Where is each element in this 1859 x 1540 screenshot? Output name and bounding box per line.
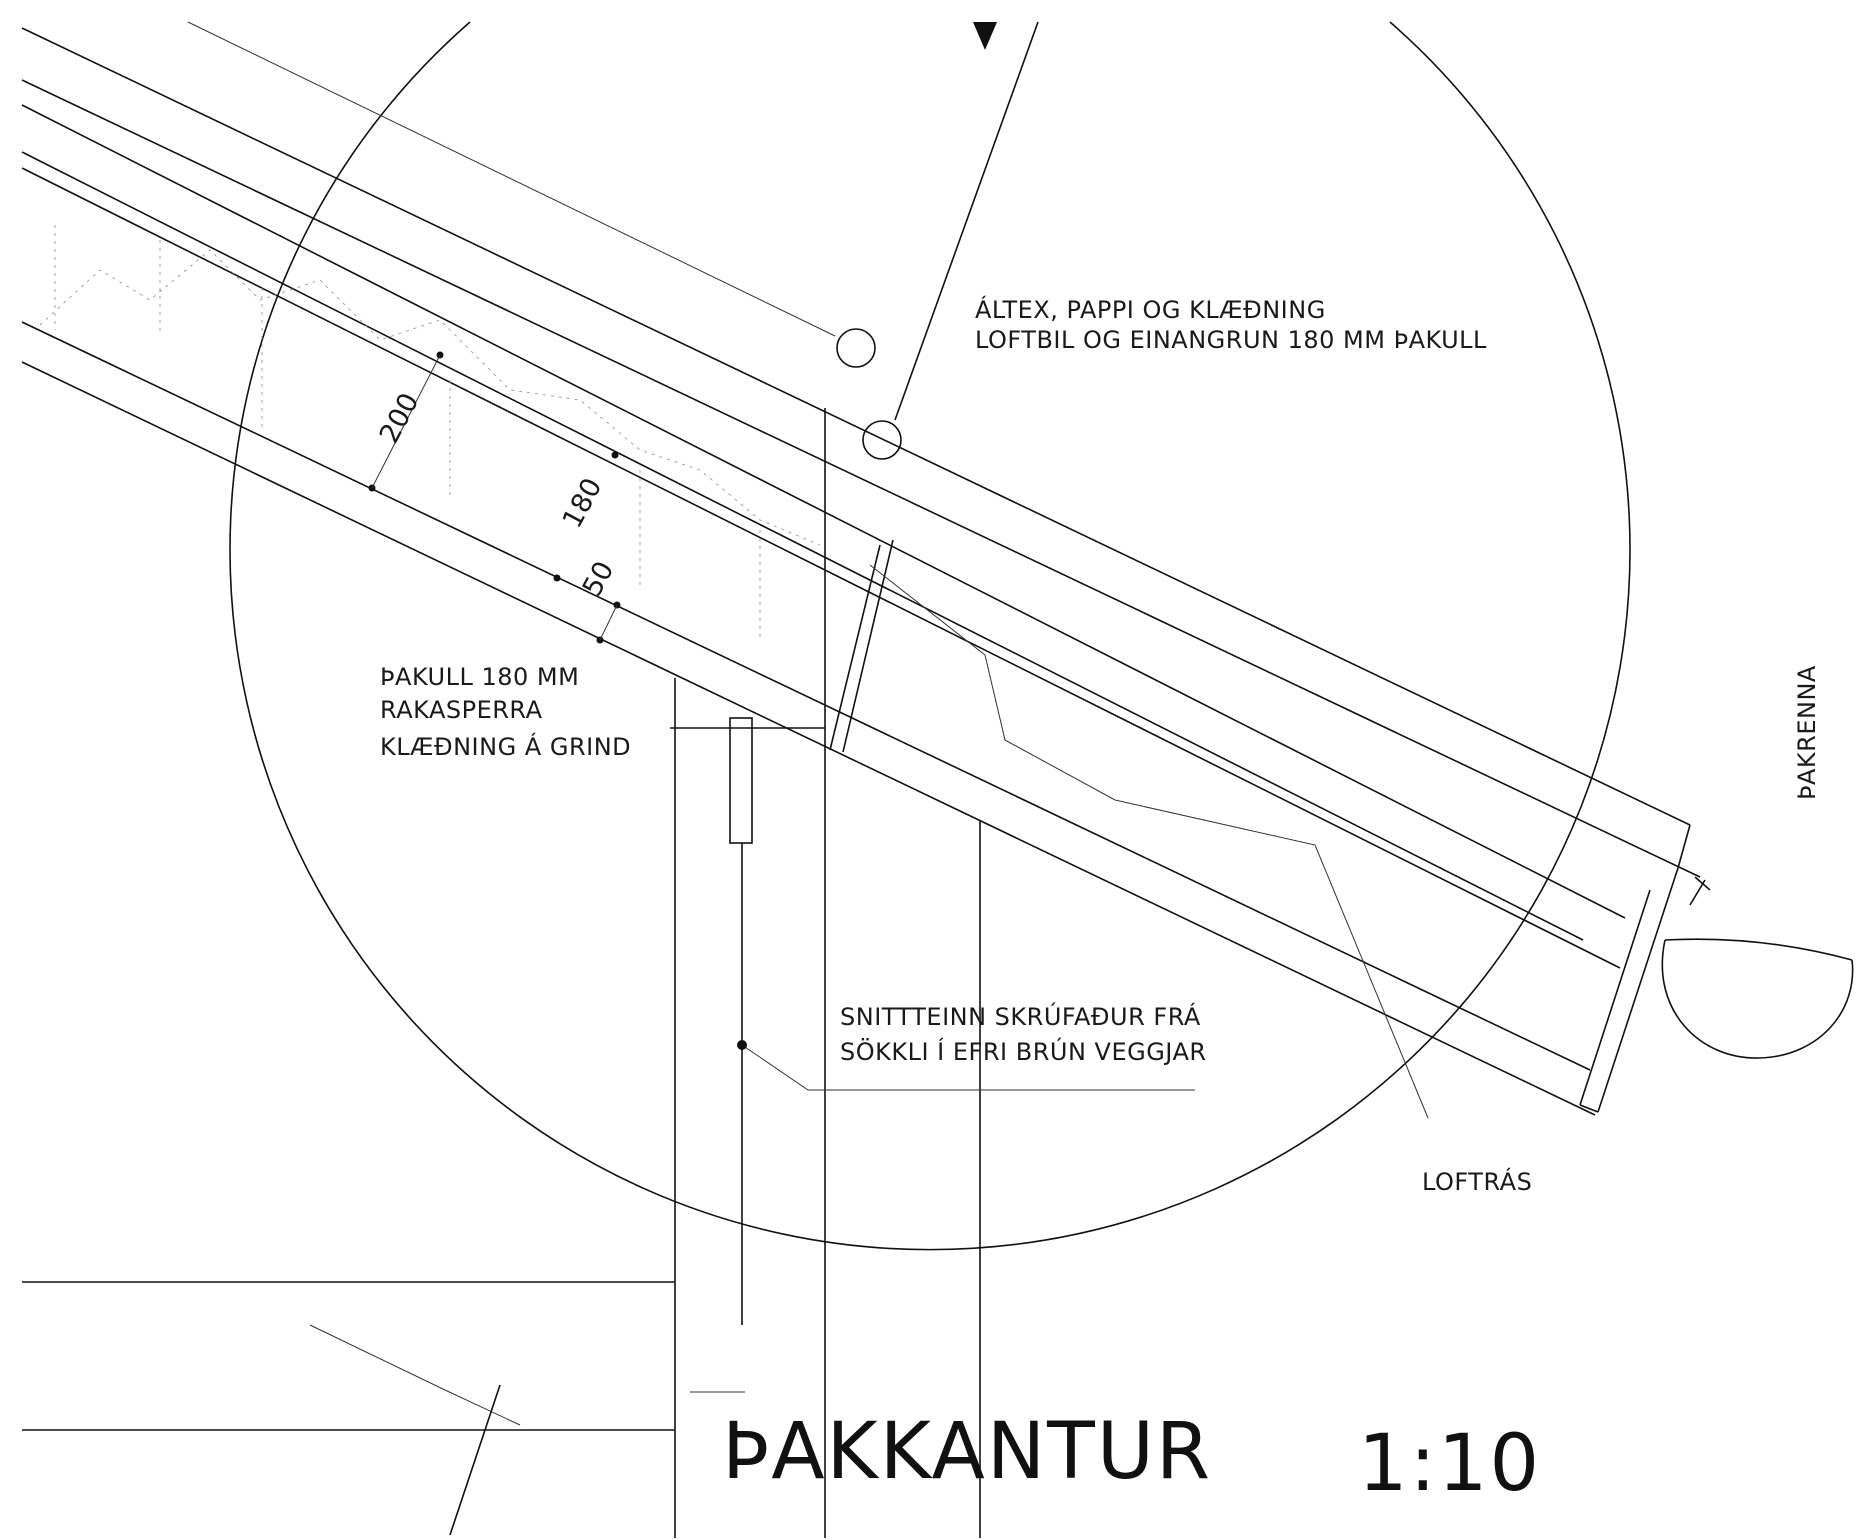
callout-bubble-1: [836, 328, 876, 368]
fascia-board: [1579, 824, 1711, 1113]
gutter-profile: [1661, 938, 1854, 1059]
note-roof-layers-1: ÁLTEX, PAPPI OG KLÆÐNING: [975, 295, 1326, 324]
ceiling-line: [21, 361, 1596, 1116]
rafter-top-line: [21, 151, 1584, 941]
batten-line: [21, 167, 1621, 969]
note-gutter: ÞAKRENNA: [1793, 665, 1821, 800]
roof-cladding-bottom-line: [21, 79, 1701, 878]
anchor-leader: [741, 1044, 1195, 1091]
callout-leaders: [187, 21, 1195, 1091]
insulation-verticals: [54, 225, 761, 640]
note-anchor-2: SÖKKLI Í EFRI BRÚN VEGGJAR: [840, 1036, 1207, 1066]
detail-circle: [229, 21, 1631, 1251]
note-roof-layers-2: LOFTBIL OG EINANGRUN 180 MM ÞAKULL: [975, 326, 1487, 354]
section-arrow-icon: [973, 22, 997, 50]
note-vent: LOFTRÁS: [1422, 1167, 1532, 1196]
dimension-marks: [368, 351, 621, 644]
dim-200-label: 200: [374, 388, 426, 448]
note-anchor-1: SNITTTEINN SKRÚFAÐUR FRÁ: [840, 1001, 1201, 1031]
roof-cladding-top-line: [21, 27, 1691, 826]
note-ceiling-2: RAKASPERRA: [380, 696, 543, 724]
paper-line: [21, 104, 1626, 919]
roof-layers: [21, 27, 1701, 1116]
drawing-title: ÞAKKANTUR: [722, 1407, 1212, 1497]
anchor-bolt-head: [729, 717, 753, 844]
floor-lines: [22, 1281, 675, 1536]
drawing-scale: 1:10: [1358, 1419, 1541, 1509]
note-ceiling-1: ÞAKULL 180 MM: [380, 663, 579, 691]
wall-structure: [670, 408, 981, 1538]
callout-bubble-2: [862, 420, 902, 460]
vent-and-blocking: [829, 539, 1429, 1119]
rafter-bottom-line: [21, 321, 1591, 1071]
dim-50-label: 50: [577, 556, 621, 601]
insulation-hatch: [39, 249, 821, 546]
note-ceiling-3: KLÆÐNING Á GRIND: [380, 732, 631, 761]
dim-180-label: 180: [557, 473, 609, 533]
vent-leader: [869, 564, 1429, 1119]
